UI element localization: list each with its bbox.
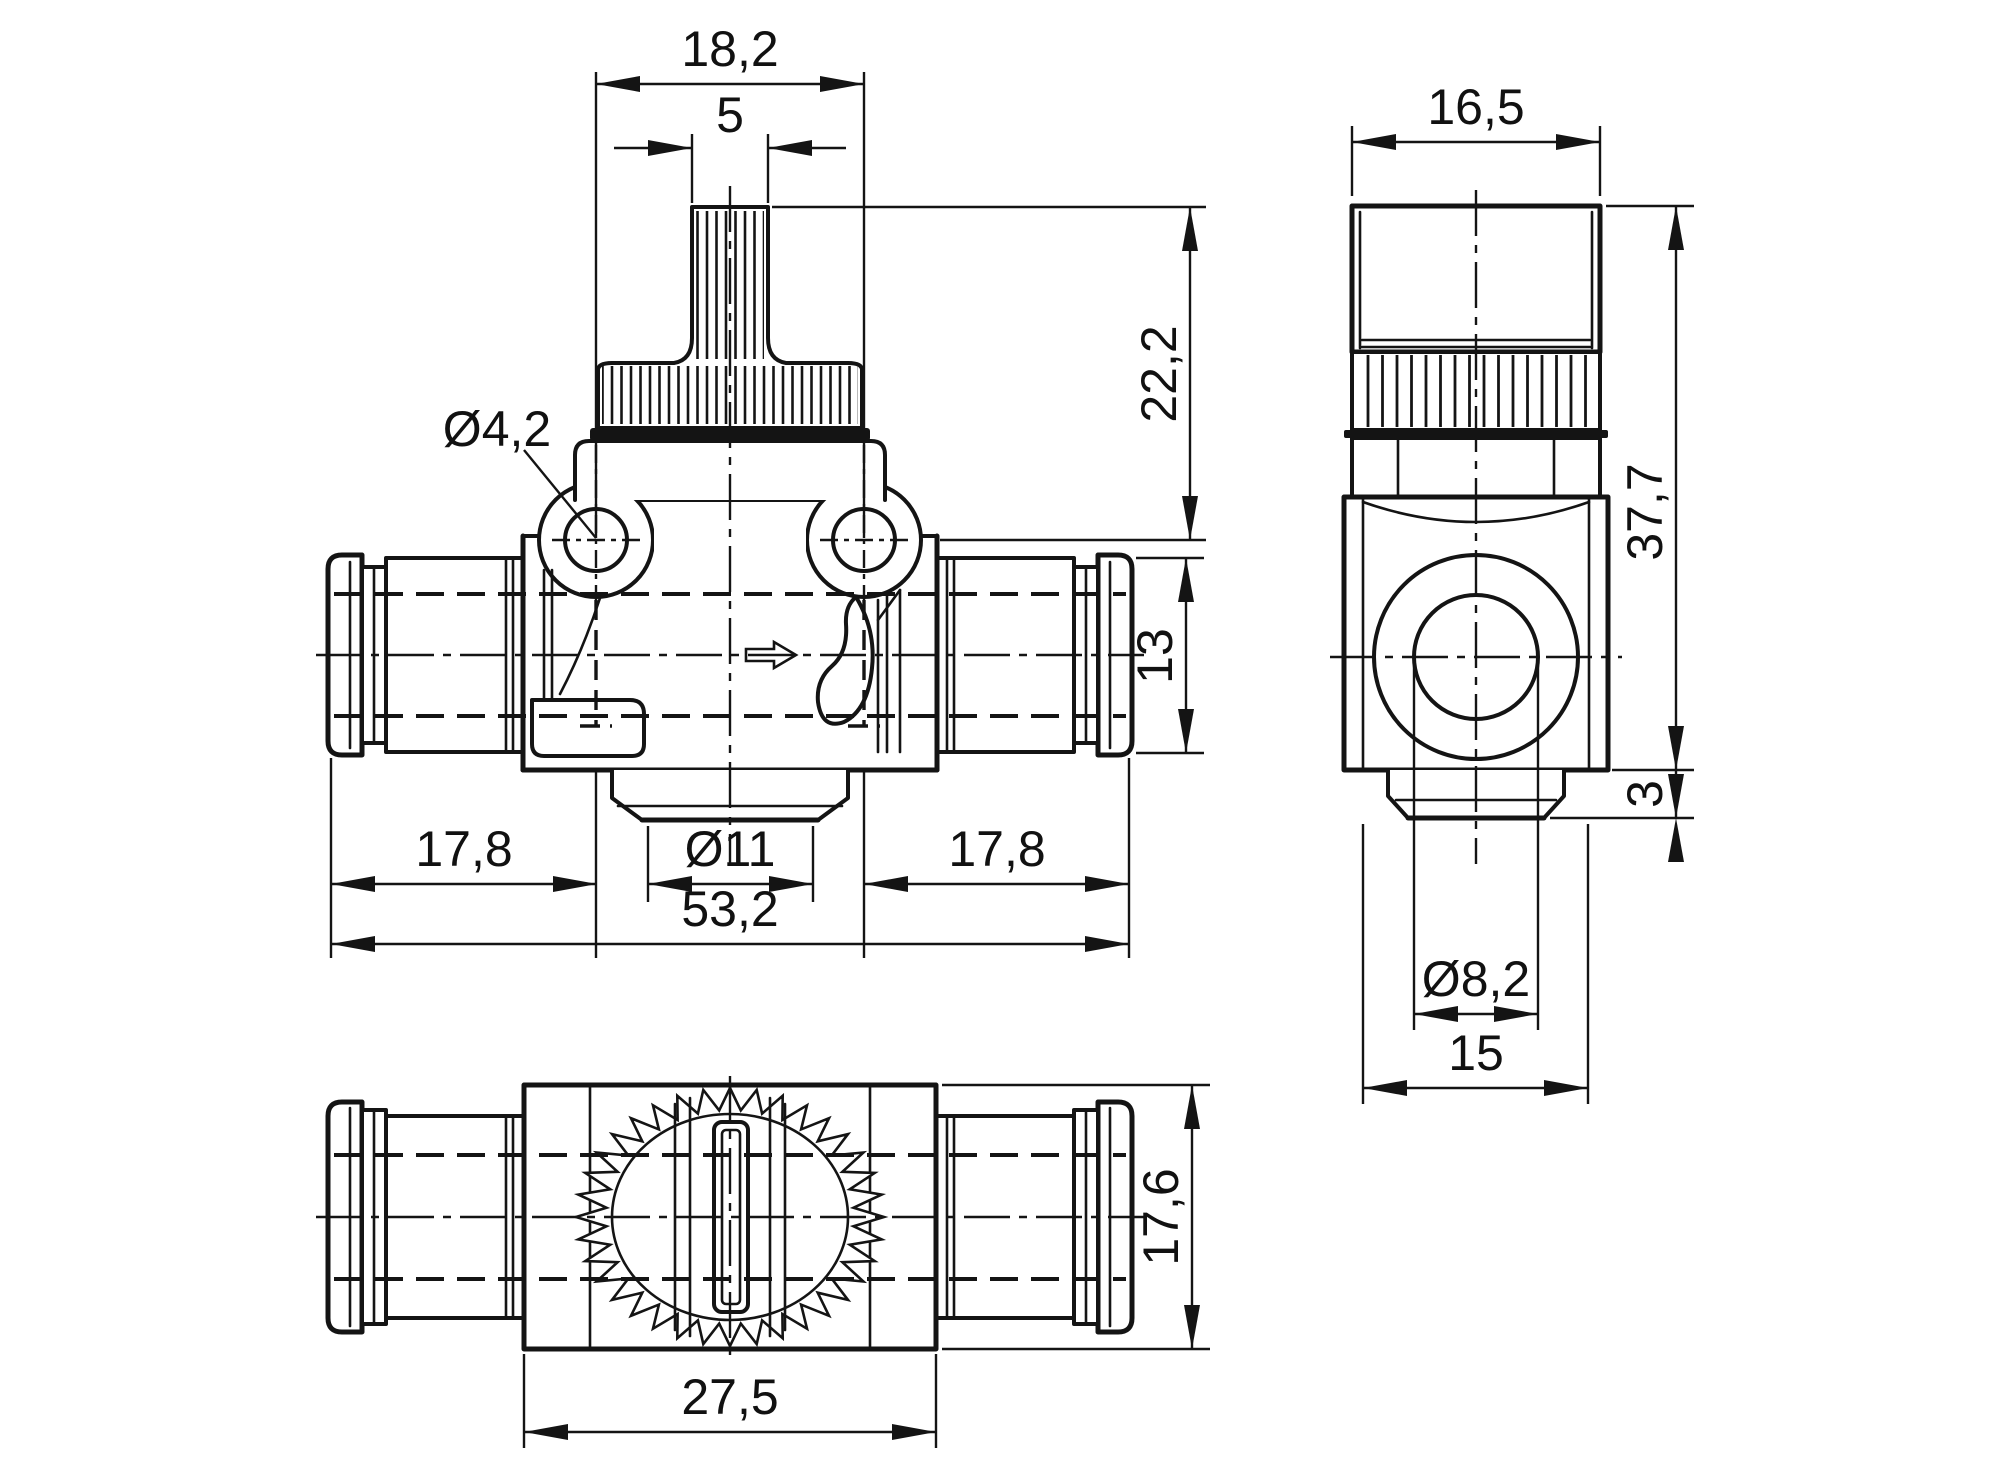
dim-label-upper-height: 22,2 [1131,325,1187,422]
dim-label-knob-width: 18,2 [681,21,778,77]
dim-label-stem-width: 5 [716,87,744,143]
bottom-knob [571,1085,889,1349]
side-centerlines [1330,190,1622,864]
side-view: 16,5 37,7 3 Ø8,2 15 [1330,79,1694,1104]
front-view: 18,2 5 Ø4,2 22,2 13 [316,21,1206,958]
bottom-view: 27,5 17,6 [316,1076,1210,1448]
side-dimensions: 16,5 37,7 3 Ø8,2 15 [1350,79,1694,1104]
dim-label-fitting-height: 13 [1127,628,1183,684]
dim-label-right-fitting: 17,8 [948,821,1045,877]
dim-label-body-width: 27,5 [681,1369,778,1425]
dim-label-overall-length: 53,2 [681,881,778,937]
bottom-centerlines [316,1076,1144,1360]
dim-label-base-width: 15 [1448,1025,1504,1081]
dim-label-mount-hole: Ø4,2 [443,401,551,457]
dim-label-boss-height: 3 [1617,780,1673,808]
flow-arrow-icon [744,639,799,671]
dim-label-port: Ø11 [685,821,776,877]
dim-label-overall-height: 37,7 [1617,463,1673,560]
dim-label-knob-cap: 16,5 [1427,79,1524,135]
dim-label-bore: Ø8,2 [1422,951,1530,1007]
front-dimensions: 18,2 5 Ø4,2 22,2 13 [329,21,1206,958]
dim-label-left-fitting: 17,8 [415,821,512,877]
bottom-dimensions: 27,5 17,6 [522,1083,1210,1448]
dim-label-body-height: 17,6 [1133,1168,1189,1265]
